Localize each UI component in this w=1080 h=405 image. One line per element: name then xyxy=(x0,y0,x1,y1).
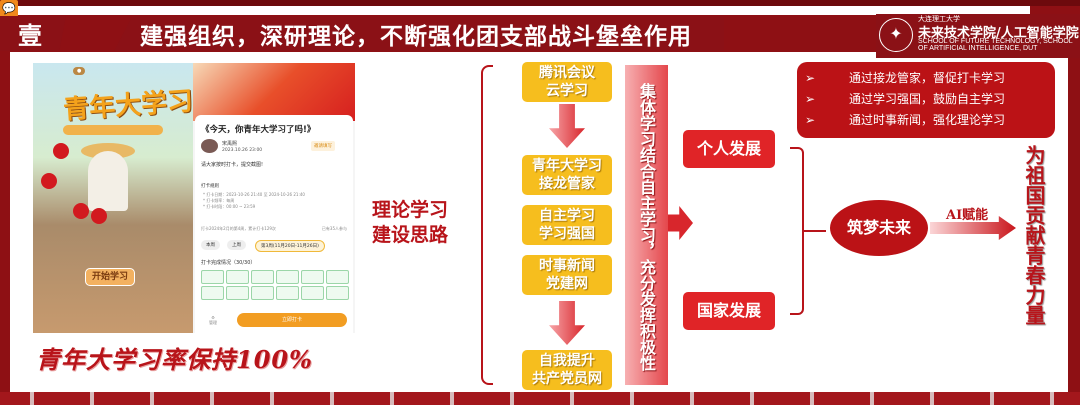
study-rate-text: 青年大学习率保持100% xyxy=(36,345,313,374)
member-tiles xyxy=(201,270,349,300)
poster-topline: ● xyxy=(73,67,86,75)
arrow-bullet-icon: ➢ xyxy=(805,71,816,85)
step-line: 接龙管家 xyxy=(539,176,595,192)
speech-bubble-icon[interactable]: 💬 xyxy=(0,0,18,18)
brace-connector xyxy=(804,230,826,232)
rule-line: * 打卡日期：2023-10-26 21:40 至 2024-10-26 21:… xyxy=(203,192,305,197)
member-tile xyxy=(326,270,349,284)
ai-empower-label: AI赋能 xyxy=(946,208,989,223)
member-tile xyxy=(226,270,249,284)
member-tile xyxy=(301,286,324,300)
slogan: 为祖国贡献青春力量 xyxy=(1022,145,1046,325)
manage-button[interactable]: ⚙管理 xyxy=(209,315,217,326)
pomegranate-icon xyxy=(91,208,107,224)
step-self-improvement: 自我提升共产党员网 xyxy=(522,350,612,390)
member-tile xyxy=(251,286,274,300)
white-strip xyxy=(0,6,1030,15)
member-tile xyxy=(276,286,299,300)
member-tile xyxy=(226,286,249,300)
member-tile xyxy=(326,286,349,300)
step-line: 党建网 xyxy=(546,276,588,292)
gear-icon: ⚙ xyxy=(211,315,215,320)
top-strip xyxy=(0,0,1080,6)
manage-label: 管理 xyxy=(209,320,217,325)
step-tencent-meeting: 腾讯会议云学习 xyxy=(522,62,612,102)
checkin-stats: 打卡2024年2月的第4周，累计打卡129次 xyxy=(201,226,276,231)
rule-line: * 打卡时段：00:00 ~ 23:59 xyxy=(203,204,256,209)
step-line: 共产党员网 xyxy=(532,371,602,387)
arrow-bullet-icon: ➢ xyxy=(805,92,816,106)
callout-row: ➢ 通过时事新闻，强化理论学习 xyxy=(805,110,1055,131)
collective-study-bar: 集体学习结合自主学习，充分发挥积极性 xyxy=(625,65,668,385)
pomegranate-icon xyxy=(41,173,57,189)
callout-text: 督促打卡学习 xyxy=(933,71,1006,85)
step-line: 腾讯会议 xyxy=(539,65,595,81)
step-line: 云学习 xyxy=(546,83,588,99)
callout-row: ➢ 通过学习强国，鼓励自主学习 xyxy=(805,89,1055,110)
post-date: 2023.10.26 23:00 xyxy=(222,148,263,153)
step-line: 青年大学习 xyxy=(532,158,602,174)
callout-text: 通过时事新闻， xyxy=(849,113,934,127)
member-tile xyxy=(301,270,324,284)
rule-line: * 打卡频率：每周 xyxy=(203,198,235,203)
section-number: 壹 xyxy=(0,16,66,51)
arrow-bullet-icon: ➢ xyxy=(805,113,816,127)
checkin-button[interactable]: 立即打卡 xyxy=(237,313,347,327)
step-line: 自我提升 xyxy=(539,353,595,369)
post-message: 请大家按时打卡，提交截图! xyxy=(201,162,264,168)
post-title: 《今天，你青年大学习了吗!》 xyxy=(201,125,316,135)
youth-study-poster: ● 青年大学习 开始学习 xyxy=(33,63,193,333)
page-title: 建强组织，深研理论，不断强化团支部战斗堡垒作用 xyxy=(114,16,724,51)
step-party-news: 时事新闻党建网 xyxy=(522,255,612,295)
poster-ribbon xyxy=(63,125,163,135)
callout-text: 通过接龙管家， xyxy=(849,71,934,85)
avatar xyxy=(201,139,218,153)
school-seal-icon: ✦ xyxy=(879,18,913,52)
tab-this-week[interactable]: 本周 xyxy=(201,240,220,250)
author-name: 宋禹熙 xyxy=(222,141,238,147)
dream-future-ellipse: 筑梦未来 xyxy=(830,200,928,256)
rules-title: 打卡规则 xyxy=(201,184,219,189)
participants-count: 已有35人参与 xyxy=(321,226,347,231)
tab-week-3[interactable]: 第3周(11月20日-11月26日) xyxy=(255,240,325,252)
callout-text: 强化理论学习 xyxy=(933,113,1006,127)
step-youth-study: 青年大学习接龙管家 xyxy=(522,155,612,195)
step-line: 自主学习 xyxy=(539,208,595,224)
member-tile xyxy=(201,270,224,284)
completion-progress: 打卡完成情况（30/30） xyxy=(201,260,256,266)
theory-label-text: 理论学习建设思路 xyxy=(372,199,449,246)
school-english-name: SCHOOL OF FUTURE TECHNOLOGY, SCHOOL OF A… xyxy=(918,38,1073,52)
step-xuexi-qiangguo: 自主学习学习强国 xyxy=(522,205,612,245)
tab-last-week[interactable]: 上周 xyxy=(227,240,246,250)
pomegranate-icon xyxy=(53,143,69,159)
national-development: 国家发展 xyxy=(683,292,775,330)
flag-banner xyxy=(193,63,355,121)
step-line: 时事新闻 xyxy=(539,258,595,274)
callout-row: ➢ 通过接龙管家，督促打卡学习 xyxy=(805,68,1055,89)
left-brace xyxy=(481,65,493,385)
callout-text: 通过学习强国， xyxy=(849,92,934,106)
woman-illustration xyxy=(88,151,128,211)
theory-label: 理论学习建设思路 xyxy=(360,198,460,248)
checkin-app-screenshot: 《今天，你青年大学习了吗!》 宋禹熙 2023.10.26 23:00 邀请填写… xyxy=(193,63,355,333)
invite-button[interactable]: 邀请填写 xyxy=(311,141,335,151)
methods-callout: ➢ 通过接龙管家，督促打卡学习 ➢ 通过学习强国，鼓励自主学习 ➢ 通过时事新闻，强化… xyxy=(797,62,1055,138)
bottom-decoration xyxy=(0,392,1080,405)
school-logo: ✦ 大连理工大学 未来技术学院/人工智能学院 SCHOOL OF FUTURE … xyxy=(876,14,1080,58)
checkin-card: 《今天，你青年大学习了吗!》 宋禹熙 2023.10.26 23:00 邀请填写… xyxy=(195,115,353,333)
school-name: 未来技术学院/人工智能学院 xyxy=(918,26,1079,41)
pomegranate-icon xyxy=(73,203,89,219)
personal-development: 个人发展 xyxy=(683,130,775,168)
university-name: 大连理工大学 xyxy=(918,15,960,23)
poster-title: 青年大学习 xyxy=(62,86,193,126)
step-line: 学习强国 xyxy=(539,226,595,242)
right-brace xyxy=(790,147,804,315)
member-tile xyxy=(201,286,224,300)
start-study-button[interactable]: 开始学习 xyxy=(85,268,135,286)
member-tile xyxy=(276,270,299,284)
member-tile xyxy=(251,270,274,284)
callout-text: 鼓励自主学习 xyxy=(933,92,1006,106)
